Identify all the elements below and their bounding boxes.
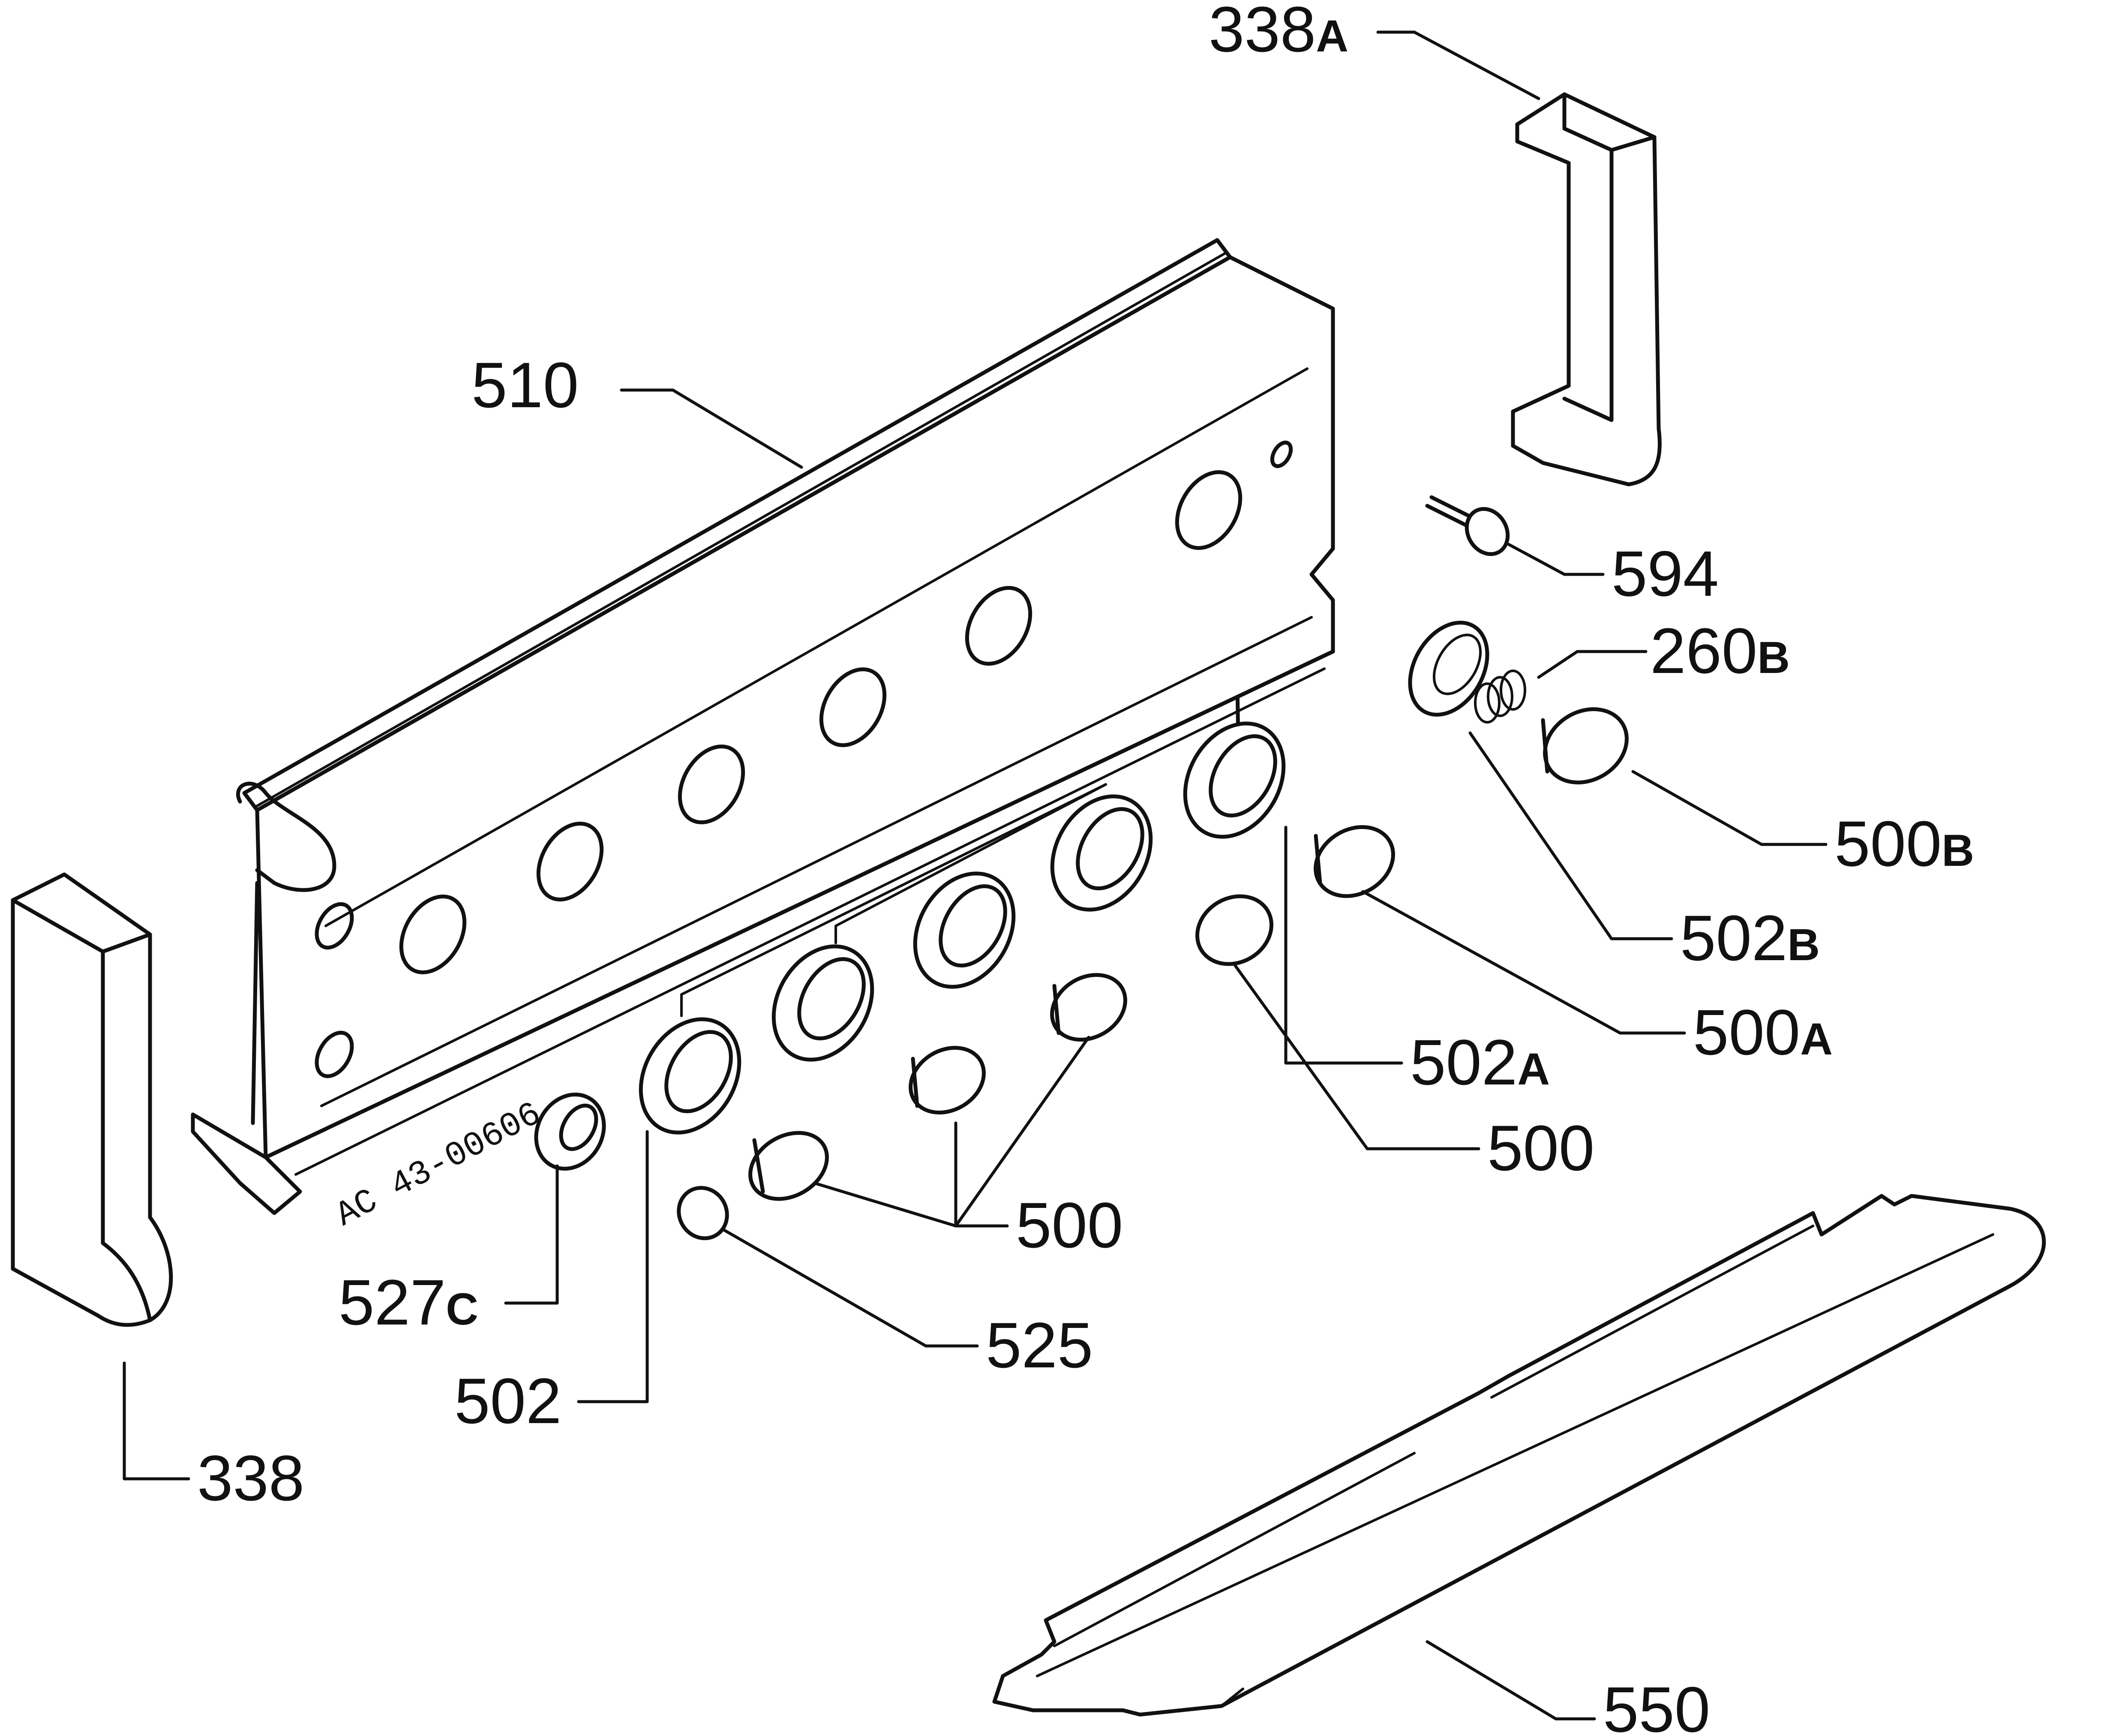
leader-lines — [123, 30, 1828, 1721]
label-502A: 502A — [1410, 1026, 1550, 1098]
screw-594 — [1425, 495, 1510, 556]
end-bracket-338A — [1511, 92, 1662, 487]
bezel-ring-2 — [771, 944, 874, 1062]
bezel-ring-502B — [1408, 621, 1489, 717]
label-500-left: 500 — [1016, 1189, 1123, 1261]
bushing-527C — [534, 1093, 606, 1171]
cap-525 — [677, 1186, 729, 1240]
label-550: 550 — [1603, 1673, 1710, 1736]
knob-group — [534, 495, 1629, 1240]
bezel-ring-4 — [1050, 794, 1153, 912]
knob-500-right — [1195, 894, 1273, 966]
knob-500B — [1541, 707, 1629, 784]
label-338A: 338A — [1209, 0, 1348, 65]
bezel-ring-3 — [913, 871, 1016, 989]
spring-260B — [1474, 670, 1526, 724]
label-500-right: 500 — [1487, 1112, 1594, 1184]
label-260B: 260B — [1650, 615, 1790, 687]
bezel-ring-502 — [639, 1017, 741, 1135]
label-525: 525 — [986, 1309, 1093, 1381]
label-502B: 502B — [1680, 902, 1820, 974]
label-500B: 500B — [1834, 808, 1974, 880]
label-502: 502 — [454, 1365, 561, 1437]
knob-500-c — [1050, 973, 1127, 1042]
label-500A: 500A — [1693, 996, 1833, 1068]
label-510: 510 — [471, 349, 579, 421]
label-338: 338 — [197, 1442, 304, 1514]
stamp-text: AC 43-00606 — [330, 1095, 548, 1235]
label-594: 594 — [1612, 538, 1719, 610]
label-527C: 527C — [339, 1266, 478, 1338]
trim-strip-550 — [992, 1194, 2046, 1717]
bezel-ring-502A — [1183, 721, 1286, 839]
knob-500-b — [909, 1046, 986, 1114]
knob-500-a — [748, 1131, 829, 1201]
rail-510: AC 43-00606 — [191, 238, 1335, 1235]
knob-500A — [1314, 825, 1395, 898]
part-labels: 338A 510 594 260B 500B 502B 500A 502A 50… — [197, 0, 1974, 1736]
end-cap-338 — [11, 872, 173, 1327]
